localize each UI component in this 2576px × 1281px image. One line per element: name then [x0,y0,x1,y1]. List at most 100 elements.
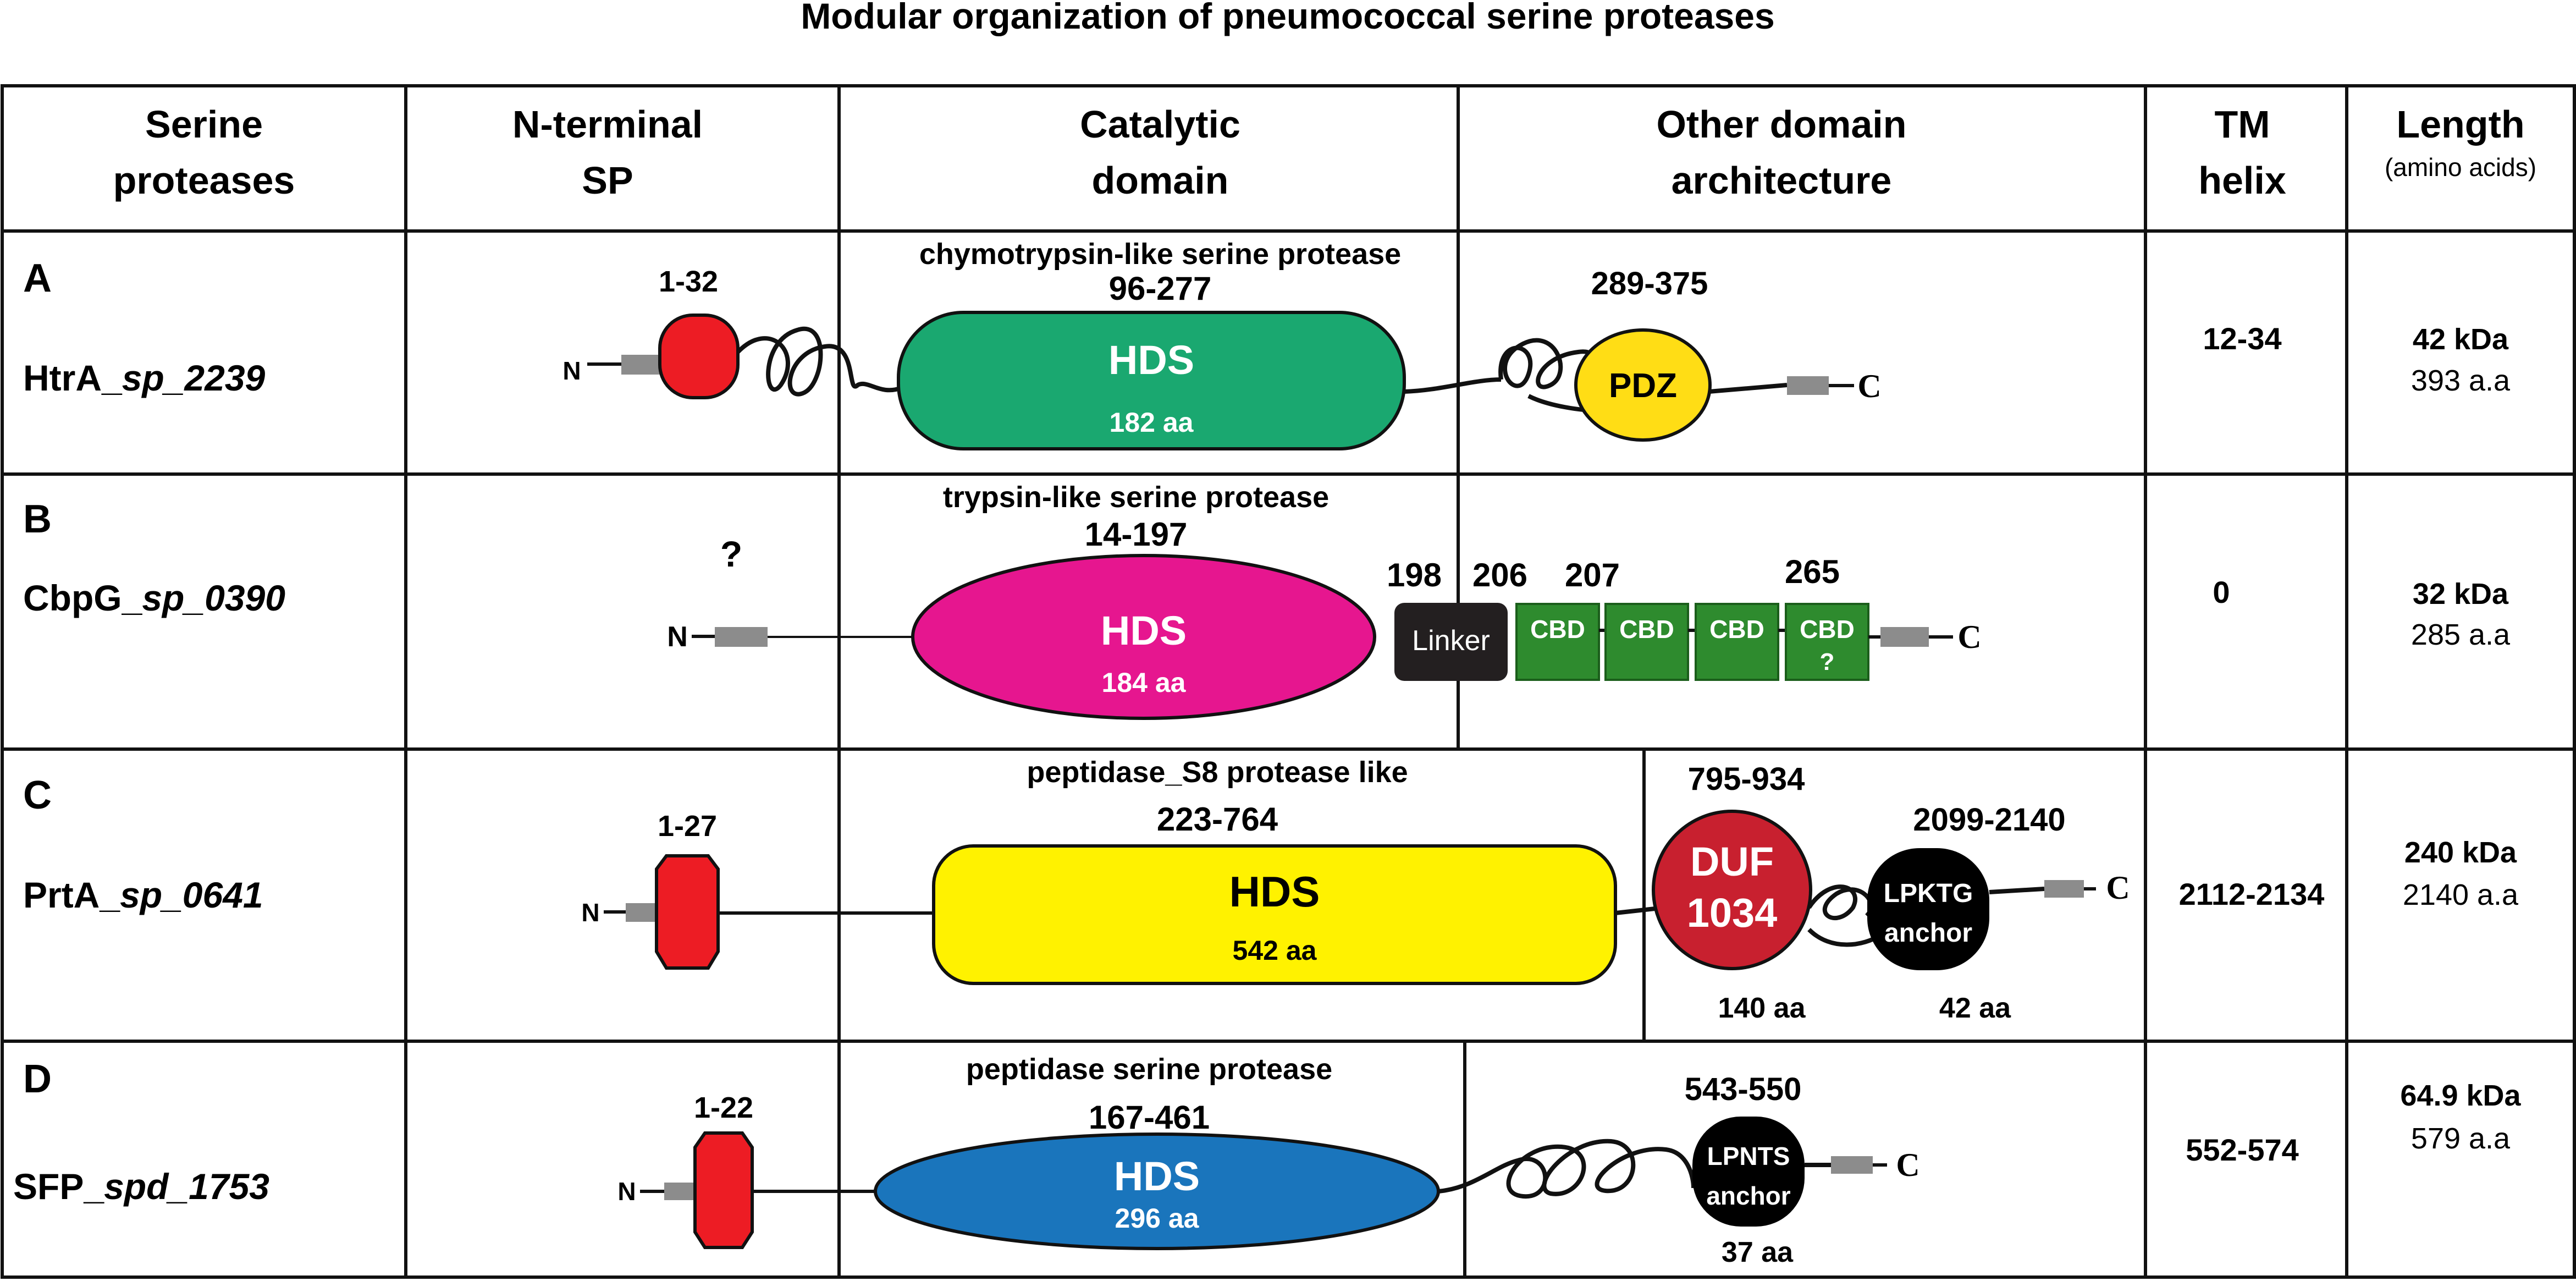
header-catalytic: Catalytic [1080,103,1240,146]
n-terminus-label: N [667,621,688,653]
catalytic-range: 223-764 [1157,801,1278,838]
header-sp: SP [582,159,633,202]
row-b: B CbpG_sp_0390 ? N trypsin-like serine p… [23,481,2511,720]
catalytic-type: chymotrypsin-like serine protease [919,238,1401,271]
pdz-range: 289-375 [1591,266,1708,301]
sp-range: 1-27 [658,810,717,843]
signal-peptide [655,854,720,970]
cbd-box [1515,603,1600,681]
header-helix: helix [2198,159,2286,202]
hds-label: HDS [1101,608,1187,653]
pos-206: 206 [1472,557,1527,593]
cbd-question: ? [1820,648,1835,675]
cbd-box [1695,603,1779,681]
header-architecture: architecture [1672,159,1892,202]
kda-value: 42 kDa [2413,323,2509,356]
coil-linker [736,326,903,397]
kda-value: 32 kDa [2413,578,2509,611]
hds-aa: 184 aa [1102,667,1187,698]
header-n-terminal: N-terminal [512,103,703,146]
pos-207: 207 [1565,557,1620,593]
pdz-label: PDZ [1609,367,1677,405]
tm-segment [1880,627,1929,647]
linker-label: Linker [1412,625,1490,657]
catalytic-type: trypsin-like serine protease [943,481,1329,514]
header-amino-acids: (amino acids) [2385,153,2536,182]
header-length: Length [2396,103,2524,146]
tm-segment [1787,376,1829,395]
figure-title: Modular organization of pneumococcal ser… [801,0,1774,36]
anchor-aa: 42 aa [1939,992,2011,1024]
hds-aa: 182 aa [1110,407,1194,438]
hds-label: HDS [1114,1153,1200,1199]
cbd-box [1785,603,1869,681]
tm-helix-value: 0 [2213,575,2230,609]
catalytic-range: 14-197 [1085,516,1188,553]
length-value: 285 a.a [2411,618,2511,651]
cbd-label: CBD [1800,615,1855,644]
n-terminus-label: N [562,356,581,385]
cbd-label: CBD [1530,615,1585,644]
protease-name: PrtA_sp_0641 [23,875,263,915]
anchor-aa: 37 aa [1722,1236,1794,1268]
signal-peptide [658,314,740,399]
duf-label-2: 1034 [1687,890,1778,936]
tm-helix-value: 552-574 [2186,1132,2299,1167]
row-letter: D [23,1057,52,1101]
catalytic-type: peptidase_S8 protease like [1027,756,1408,789]
tm-segment [626,903,657,922]
duf-domain [1652,810,1812,970]
anchor-label-2: anchor [1706,1181,1790,1210]
pdz-domain [1574,328,1712,442]
cbd-label: CBD [1709,615,1764,644]
header-other-domain: Other domain [1656,103,1906,146]
cbd-label: CBD [1619,615,1674,644]
table-header: Serine proteases N-terminal SP Catalytic… [113,103,2536,202]
pos-198: 198 [1387,557,1442,593]
duf-aa: 140 aa [1718,992,1806,1024]
tm-segment [664,1183,695,1200]
anchor-label-1: LPKTG [1884,879,1973,908]
tm-segment [621,355,661,375]
kda-value: 64.9 kDa [2400,1079,2521,1112]
header-proteases: proteases [113,159,295,202]
lpktg-anchor [1867,848,1989,970]
length-value: 2140 a.a [2403,878,2519,911]
c-terminus-label: C [1957,619,1981,655]
protease-name: HtrA_sp_2239 [23,358,266,398]
sp-range: 1-22 [694,1091,753,1124]
hds-domain [932,844,1617,985]
n-terminus-label: N [617,1177,636,1206]
catalytic-range: 167-461 [1089,1099,1210,1136]
anchor-label-1: LPNTS [1707,1142,1790,1170]
hds-aa: 296 aa [1115,1203,1200,1234]
n-terminus-label: N [581,898,599,927]
tm-helix-value: 2112-2134 [2179,877,2325,911]
hds-label: HDS [1108,337,1194,383]
hds-domain [911,554,1376,720]
anchor-range: 2099-2140 [1913,802,2065,838]
sp-unknown: ? [720,534,742,574]
anchor-label-2: anchor [1884,919,1972,948]
length-value: 393 a.a [2411,364,2511,397]
tm-segment [1831,1156,1873,1174]
row-letter: C [23,773,52,817]
duf-range: 795-934 [1688,761,1805,797]
header-domain: domain [1092,159,1229,202]
cbd-box [1604,603,1689,681]
length-value: 579 a.a [2411,1122,2511,1155]
protease-name: CbpG_sp_0390 [23,578,285,618]
hds-domain [897,311,1406,450]
coil-linker [1438,1139,1696,1199]
tm-segment [2044,880,2084,898]
linker-box [1394,603,1508,681]
row-a: A HtrA_sp_2239 N 1-32 chymotrypsin-like … [23,238,2511,450]
row-c: C PrtA_sp_0641 N 1-27 peptidase_S8 prote… [23,756,2519,1024]
protease-name: SFP_spd_1753 [13,1166,269,1207]
sp-range: 1-32 [659,265,718,298]
header-serine: Serine [145,103,263,146]
lpnts-anchor [1692,1117,1805,1227]
pos-265: 265 [1785,553,1840,590]
row-letter: B [23,497,52,541]
